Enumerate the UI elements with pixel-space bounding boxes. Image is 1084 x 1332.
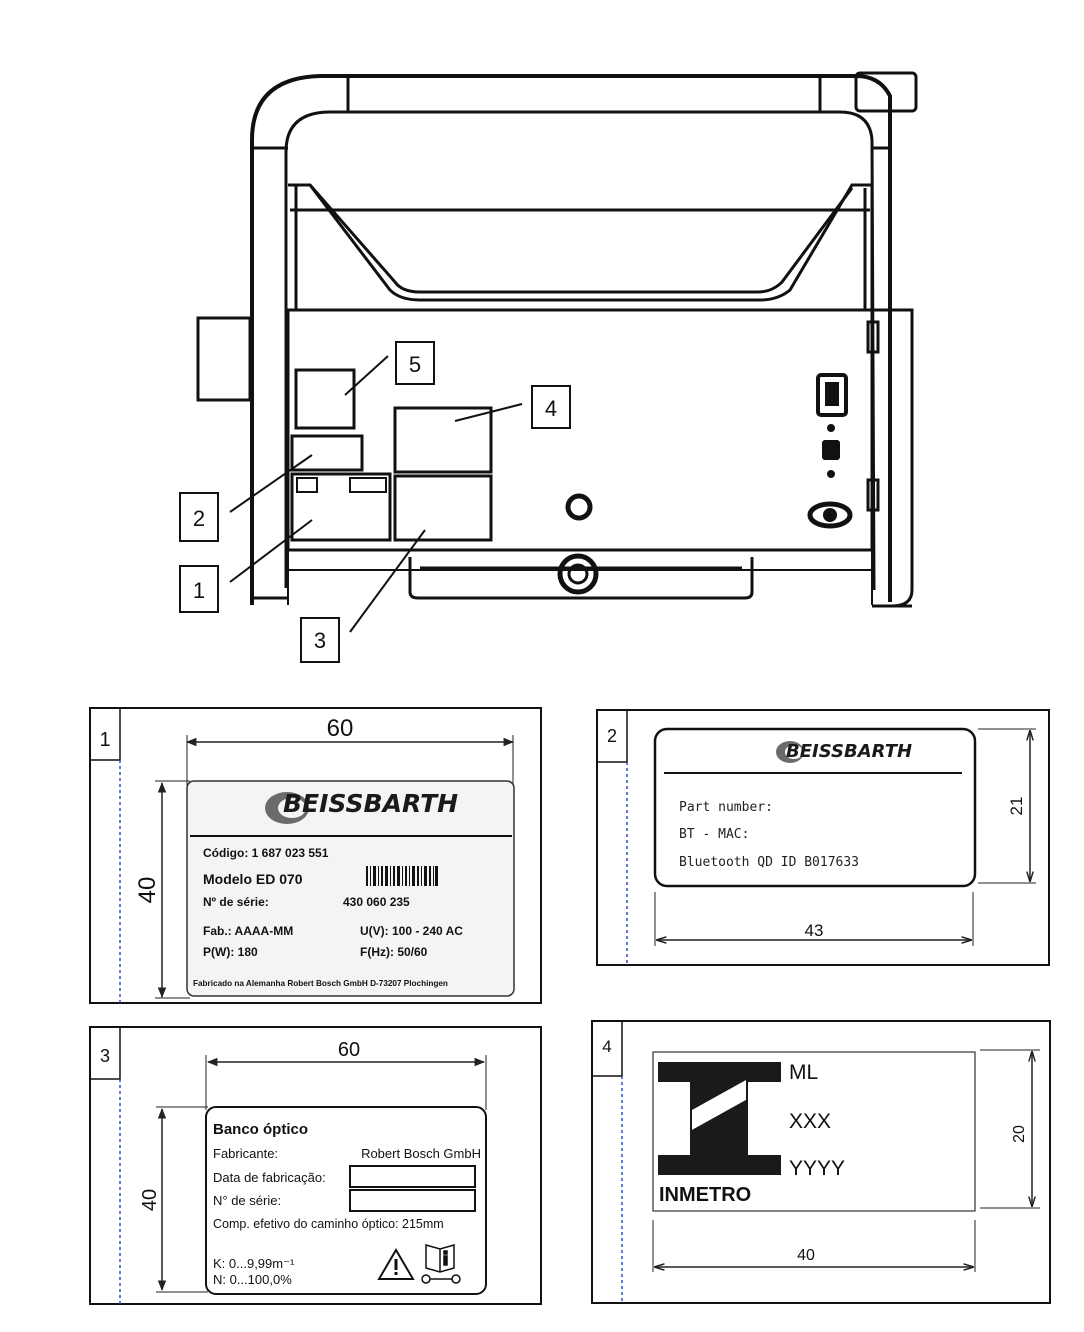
label-1-card	[186, 780, 515, 997]
label-1-dim-height: 40	[134, 877, 161, 904]
callout-leaders	[229, 355, 523, 633]
callout-5: 5	[409, 352, 421, 377]
label-4-dim-height: 20	[1011, 1125, 1028, 1143]
label-3-k-range: K: 0...9,99m⁻¹	[213, 1256, 295, 1271]
label-3-manufacturer-label: Fabricante:	[213, 1146, 278, 1161]
label-3-n-range: N: 0...100,0%	[213, 1272, 292, 1287]
label-3-title: Banco óptico	[213, 1121, 308, 1138]
label-area-3	[393, 474, 493, 542]
wrench-icon	[421, 1274, 461, 1284]
label-2-number: 2	[607, 726, 617, 746]
label-1-brand: BEISSBARTH	[283, 789, 458, 818]
label-3-dim-width: 60	[338, 1039, 360, 1061]
label-1-number: 1	[99, 729, 110, 751]
inmetro-logo-icon	[658, 1062, 781, 1175]
label-2-brand: BEISSBARTH	[786, 741, 912, 762]
label-2-line2: BT - MAC:	[679, 827, 749, 842]
drain-hole-icon	[565, 493, 593, 521]
label-1-serial: Nº de série:	[203, 895, 269, 909]
label-2-line1: Part number:	[679, 800, 773, 815]
callout-3: 3	[314, 628, 326, 653]
label-3-manufacturer-value: Robert Bosch GmbH	[361, 1146, 481, 1161]
callout-1: 1	[193, 578, 205, 603]
label-4-ml: ML	[789, 1061, 818, 1084]
label-area-5	[294, 368, 356, 430]
label-4-yyyy: YYYY	[789, 1157, 845, 1180]
label-4-number: 4	[602, 1037, 611, 1056]
label-3-date-label: Data de fabricação:	[213, 1170, 326, 1185]
label-area-2	[290, 434, 364, 472]
label-1-code: Código: 1 687 023 551	[203, 846, 329, 860]
callout-2: 2	[193, 506, 205, 531]
label-2-card	[653, 727, 977, 888]
label-1-dim-width: 60	[327, 715, 354, 742]
label-2-dim-width: 43	[805, 921, 824, 940]
label-1-serial-value: 430 060 235	[343, 895, 410, 909]
label-4-panel: 4 INMETRO ML XXX YYYY 40 20	[591, 1020, 1051, 1304]
label-3-serial-label: N° de série:	[213, 1193, 281, 1208]
usb-port-icon	[822, 440, 840, 460]
label-1-freq: F(Hz): 50/60	[360, 945, 428, 959]
label-area-4	[393, 406, 493, 474]
device-controls	[565, 373, 853, 529]
label-3-number: 3	[100, 1046, 110, 1066]
label-2-panel: 2 BEISSBARTH Part number: BT - MAC: Blue…	[596, 709, 1050, 966]
callout-boxes	[179, 341, 571, 663]
device-outline	[196, 71, 918, 608]
label-4-xxx: XXX	[789, 1110, 831, 1133]
label-1-power: P(W): 180	[203, 945, 258, 959]
label-1-voltage: U(V): 100 - 240 AC	[360, 924, 463, 938]
label-1-fab: Fab.: AAAA-MM	[203, 924, 293, 938]
label-1-panel: 1 60 40 BEISSBARTH Código: 1 687 023 551…	[89, 707, 542, 1004]
read-manual-icon	[425, 1244, 455, 1273]
probe-connector-icon	[807, 501, 853, 529]
label-3-path: Comp. efetivo do caminho óptico: 215mm	[213, 1217, 444, 1231]
date-field-box	[349, 1165, 476, 1188]
label-4-brand: INMETRO	[659, 1184, 751, 1206]
callout-4: 4	[545, 396, 557, 421]
device-label-areas	[290, 368, 493, 542]
label-1-model: Modelo ED 070	[203, 871, 303, 887]
serial-field-box	[349, 1189, 476, 1212]
label-4-dim-width: 40	[797, 1247, 815, 1264]
label-2-dim-height: 21	[1007, 797, 1026, 816]
label-area-1	[290, 472, 392, 542]
label-3-dim-height: 40	[139, 1189, 161, 1211]
label-2-line3: Bluetooth QD ID B017633	[679, 855, 859, 870]
power-switch-icon	[816, 373, 848, 417]
warning-triangle-icon	[377, 1248, 415, 1280]
label-3-panel: 3 60 40 Banco óptico Fabricante: Robert …	[89, 1026, 542, 1305]
label-3-card	[205, 1106, 487, 1295]
barcode-icon	[366, 866, 438, 886]
label-1-footer: Fabricado na Alemanha Robert Bosch GmbH …	[193, 979, 448, 988]
